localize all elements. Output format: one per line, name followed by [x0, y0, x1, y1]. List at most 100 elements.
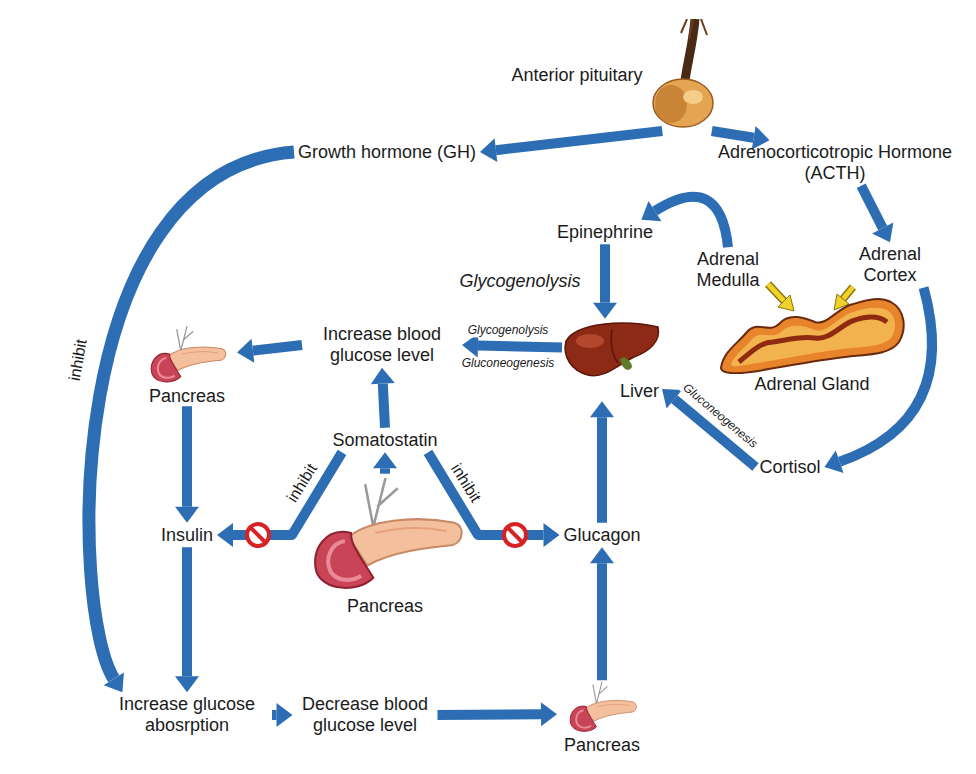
connector-line	[478, 345, 562, 347]
hormone-label: Somatostatin	[328, 428, 441, 453]
connector-line	[597, 417, 607, 522]
connector-line	[89, 152, 294, 679]
node-text: Cortisol	[759, 457, 820, 478]
node-text: Adrenal Cortex	[852, 244, 928, 285]
node-text: Somatostatin	[332, 430, 437, 451]
pancreas-illustration	[303, 474, 468, 596]
connector-line	[182, 406, 192, 506]
hormone-label: Glucagon	[559, 523, 644, 548]
connector-arrow	[371, 368, 395, 428]
connector-line	[861, 186, 883, 228]
arrow-head	[373, 452, 397, 468]
connector-line	[233, 452, 342, 535]
edge-label: Glycogenolysis	[457, 272, 582, 292]
connector-line	[600, 244, 610, 302]
connector-line	[496, 131, 662, 150]
process-label: Decrease blood glucose level	[293, 692, 438, 737]
edge-label: Glycogenolysis	[466, 324, 551, 337]
arrow-head	[175, 676, 199, 692]
connector-arrow	[861, 186, 893, 243]
hormone-label: Insulin	[157, 523, 217, 548]
connector-line	[253, 345, 302, 351]
arrow-head	[104, 672, 124, 692]
pituitary-label: Anterior pituitary	[507, 19, 722, 131]
node-text: Adrenocorticotropic Hormone (ACTH)	[708, 142, 962, 183]
arrow-head	[217, 523, 233, 547]
connector-arrow	[590, 401, 614, 522]
inhibit-symbol	[247, 524, 269, 546]
connector-arrow	[480, 131, 662, 162]
adrenal-gland: Adrenal Gland	[715, 296, 910, 395]
connector-arrow	[175, 406, 199, 522]
node-text: Liver	[620, 381, 659, 402]
connector-arrow	[175, 547, 199, 692]
arrow-head	[541, 702, 557, 726]
pancreas-organ: Pancreas	[303, 474, 468, 617]
arrow-head	[237, 339, 254, 363]
connector-line	[438, 709, 542, 720]
gland-part-label: Adrenal Cortex	[848, 242, 932, 287]
pancreas-illustration	[137, 324, 237, 386]
connector-arrow	[641, 197, 728, 247]
connector-line	[597, 563, 607, 680]
hormone-label: Growth hormone (GH)	[294, 140, 480, 165]
connector-arrow	[272, 703, 293, 727]
gland-part-label: Adrenal Medulla	[683, 247, 773, 292]
connector-line	[272, 710, 277, 720]
node-text: Increase blood glucose level	[306, 324, 458, 365]
hormone-label: Adrenocorticotropic Hormone (ACTH)	[704, 140, 966, 185]
node-text: Decrease blood glucose level	[297, 694, 434, 735]
node-text: Pancreas	[564, 735, 640, 756]
connector-arrow	[590, 547, 614, 680]
arrow-head	[590, 401, 614, 417]
edge-label: inhibit	[65, 336, 90, 384]
connector-arrow	[89, 152, 294, 692]
connector-arrow	[373, 452, 397, 473]
pancreas-illustration	[557, 680, 647, 735]
arrow-head	[480, 138, 497, 162]
pancreas-organ: Pancreas	[137, 324, 237, 407]
node-text: Adrenal Medulla	[687, 249, 769, 290]
connector-arrow	[217, 452, 342, 547]
connector-line	[380, 468, 390, 473]
node-text: Adrenal Gland	[754, 374, 869, 395]
process-label: Increase blood glucose level	[302, 322, 462, 367]
node-text: Epinephrine	[557, 222, 653, 243]
connector-line	[182, 547, 192, 676]
arrow-head	[641, 201, 661, 221]
connector-line	[383, 384, 385, 428]
gland-illustration	[715, 296, 910, 374]
leader-arrow	[768, 284, 794, 311]
liver-illustration	[562, 319, 662, 381]
hormone-label: Epinephrine	[553, 220, 657, 245]
arrow-head	[662, 389, 682, 409]
arrow-head	[371, 368, 395, 385]
node-text: Growth hormone (GH)	[298, 142, 476, 163]
arrow-head	[825, 450, 844, 473]
connector-arrow	[438, 702, 558, 726]
connector-line	[655, 197, 728, 247]
connector-arrow	[237, 339, 302, 363]
hormone-label: Cortisol	[755, 455, 824, 480]
node-text: Increase glucose abosrption	[106, 694, 268, 735]
arrow-head	[590, 547, 614, 563]
connector-arrow	[593, 244, 617, 318]
arrow-head	[593, 303, 617, 319]
pituitary-illustration	[643, 19, 723, 131]
node-text: Anterior pituitary	[511, 65, 642, 86]
inhibit-symbol	[504, 524, 526, 546]
pancreas-organ: Pancreas	[557, 680, 647, 756]
node-text: Glucagon	[563, 525, 640, 546]
node-text: Insulin	[161, 525, 213, 546]
process-label: Increase glucose abosrption	[102, 692, 272, 737]
node-text: Pancreas	[149, 386, 225, 407]
node-text: Pancreas	[347, 596, 423, 617]
arrow-head	[175, 507, 199, 523]
process-annotation: Gluconeogenesis	[460, 357, 557, 370]
connector-line	[712, 131, 754, 138]
arrow-head	[277, 703, 293, 727]
arrow-head	[544, 523, 560, 547]
liver-organ: Liver	[562, 319, 662, 402]
arrow-head	[872, 223, 893, 243]
